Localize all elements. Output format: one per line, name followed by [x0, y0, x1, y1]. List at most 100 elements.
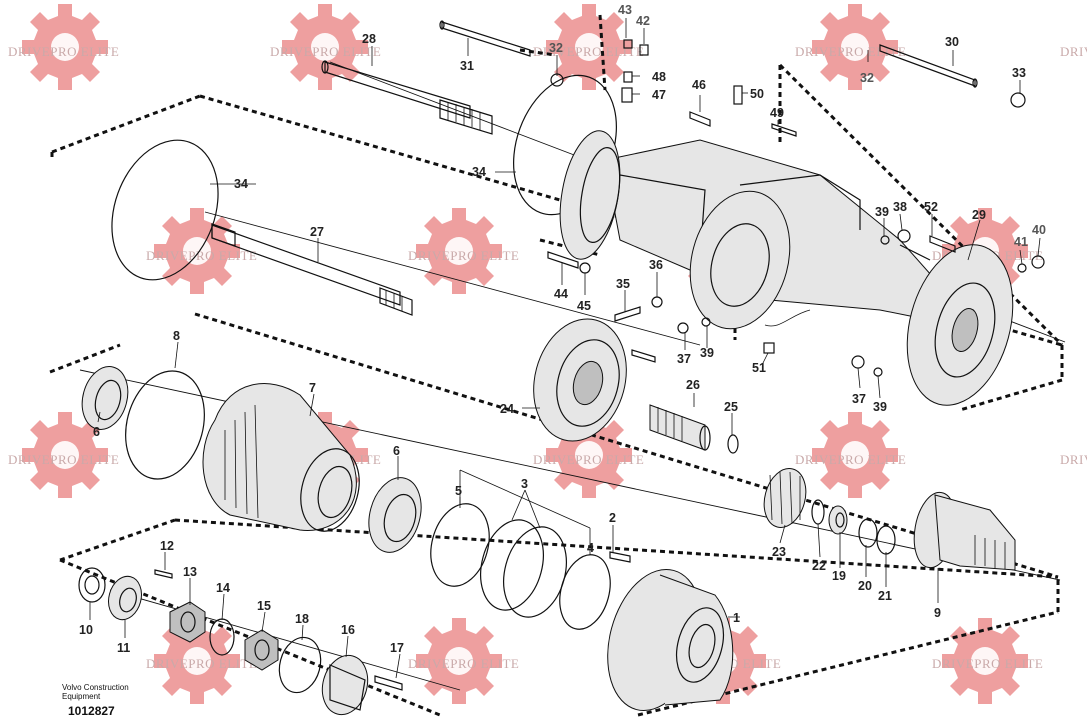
callout-8: 8 — [173, 329, 180, 343]
part-46-fitting — [689, 111, 711, 127]
part-50-sensor — [733, 85, 743, 105]
part-24-brake-pack — [533, 318, 656, 442]
part-13-nut — [169, 601, 206, 643]
part-3-seal-b — [503, 526, 567, 618]
callout-39-right: 39 — [873, 400, 887, 414]
part-27-drive-shaft — [211, 223, 413, 316]
part-19-gear — [828, 505, 848, 535]
callout-10: 10 — [79, 623, 93, 637]
part-2-bolt — [609, 551, 631, 563]
callout-14: 14 — [216, 581, 230, 595]
callout-50: 50 — [750, 87, 764, 101]
callout-25: 25 — [724, 400, 738, 414]
callout-16: 16 — [341, 623, 355, 637]
part-8-snap-ring — [125, 370, 205, 480]
part-38-nut — [897, 229, 911, 243]
callout-38: 38 — [893, 200, 907, 214]
callout-6-right: 6 — [393, 444, 400, 458]
callout-32-right: 32 — [860, 71, 874, 85]
callout-5: 5 — [455, 484, 462, 498]
part-33-clip — [1010, 92, 1026, 108]
part-45-nut — [579, 262, 591, 274]
part-4-oring — [559, 554, 611, 630]
part-6-bearing-left — [81, 366, 129, 430]
part-43-washer — [623, 39, 633, 49]
callout-11: 11 — [117, 641, 130, 655]
callout-24: 24 — [500, 402, 514, 416]
callout-17: 17 — [390, 641, 404, 655]
callout-42: 42 — [636, 14, 650, 28]
brand-block: Volvo Construction Equipment 1012827 — [62, 683, 129, 718]
callout-47: 47 — [652, 88, 666, 102]
callout-34-left: 34 — [234, 177, 248, 191]
callout-6-left: 6 — [93, 425, 100, 439]
callout-26: 26 — [686, 378, 700, 392]
watermark-text: DRIVEPRO ELITE — [408, 248, 519, 263]
callout-41: 41 — [1014, 235, 1028, 249]
part-30-pin — [879, 44, 978, 88]
callout-39-top: 39 — [875, 205, 889, 219]
part-7-planetary-carrier — [202, 383, 360, 532]
callout-27: 27 — [310, 225, 324, 239]
watermark-text: DRIVEPRO ELITE — [932, 656, 1043, 671]
part-6-bearing-right — [368, 477, 422, 553]
part-44-stud — [547, 251, 579, 269]
watermark-text: DRIVEPRO ELITE — [146, 248, 257, 263]
part-1-wheel-hub — [607, 568, 734, 712]
callout-51: 51 — [752, 361, 766, 375]
callout-1: 1 — [733, 611, 740, 625]
watermark-text: DRIVEPRO ELITE — [533, 452, 644, 467]
part-31-pin — [439, 20, 531, 57]
callout-18: 18 — [295, 612, 309, 626]
part-37-nut — [851, 355, 865, 369]
part-3-seal-a — [480, 519, 544, 611]
brand-line-2: Equipment — [62, 692, 101, 701]
part-28-axle-shaft — [321, 60, 493, 135]
part-42-plug — [639, 44, 649, 56]
callout-numbers: 1 2 3 4 5 6 6 7 8 9 10 11 12 13 14 15 16… — [79, 3, 1046, 655]
part-39-washer — [873, 367, 883, 377]
part-41-washer — [1017, 263, 1027, 273]
watermark-text: DRIVEPRO ELITE — [1060, 44, 1087, 59]
callout-33: 33 — [1012, 66, 1026, 80]
callout-32-left: 32 — [549, 41, 563, 55]
watermark-text: DRIVEPRO ELITE — [8, 44, 119, 59]
fasteners-upper — [547, 39, 1045, 377]
watermark-text: DRIVEPRO ELITE — [8, 452, 119, 467]
callout-30: 30 — [945, 35, 959, 49]
callout-9: 9 — [934, 606, 941, 620]
parts-layer — [78, 20, 1045, 716]
watermark-text: DRIVEPRO ELITE — [795, 452, 906, 467]
callout-48: 48 — [652, 70, 666, 84]
part-20-ring — [858, 518, 878, 548]
part-40-nut — [1031, 255, 1045, 269]
document-number: 1012827 — [68, 704, 115, 718]
callout-2: 2 — [609, 511, 616, 525]
callout-13: 13 — [183, 565, 197, 579]
callout-22: 22 — [812, 559, 826, 573]
callout-45: 45 — [577, 299, 591, 313]
part-5-oring — [430, 503, 490, 587]
callout-52: 52 — [924, 200, 938, 214]
part-17-bolt — [374, 675, 403, 691]
callout-44: 44 — [554, 287, 568, 301]
callout-21: 21 — [878, 589, 892, 603]
leader-lines — [89, 18, 1041, 679]
callout-46: 46 — [692, 78, 706, 92]
part-25-washer — [727, 434, 739, 454]
watermark-text: DRIVEPRO ELITE — [795, 44, 906, 59]
part-39-washer — [880, 235, 890, 245]
axle-housing — [559, 130, 1014, 406]
watermark-text: DRIVEPRO ELITE — [1060, 452, 1087, 467]
part-51-connector — [763, 342, 775, 354]
part-16-hub-cap — [321, 654, 369, 716]
part-10-washer — [78, 567, 106, 603]
part-49-pin — [771, 123, 797, 137]
callout-19: 19 — [832, 569, 846, 583]
callout-31: 31 — [460, 59, 474, 73]
callout-43: 43 — [618, 3, 632, 17]
part-18-oring — [278, 636, 322, 694]
callout-35: 35 — [616, 277, 630, 291]
watermark-text: DRIVEPRO ELITE — [533, 44, 644, 59]
